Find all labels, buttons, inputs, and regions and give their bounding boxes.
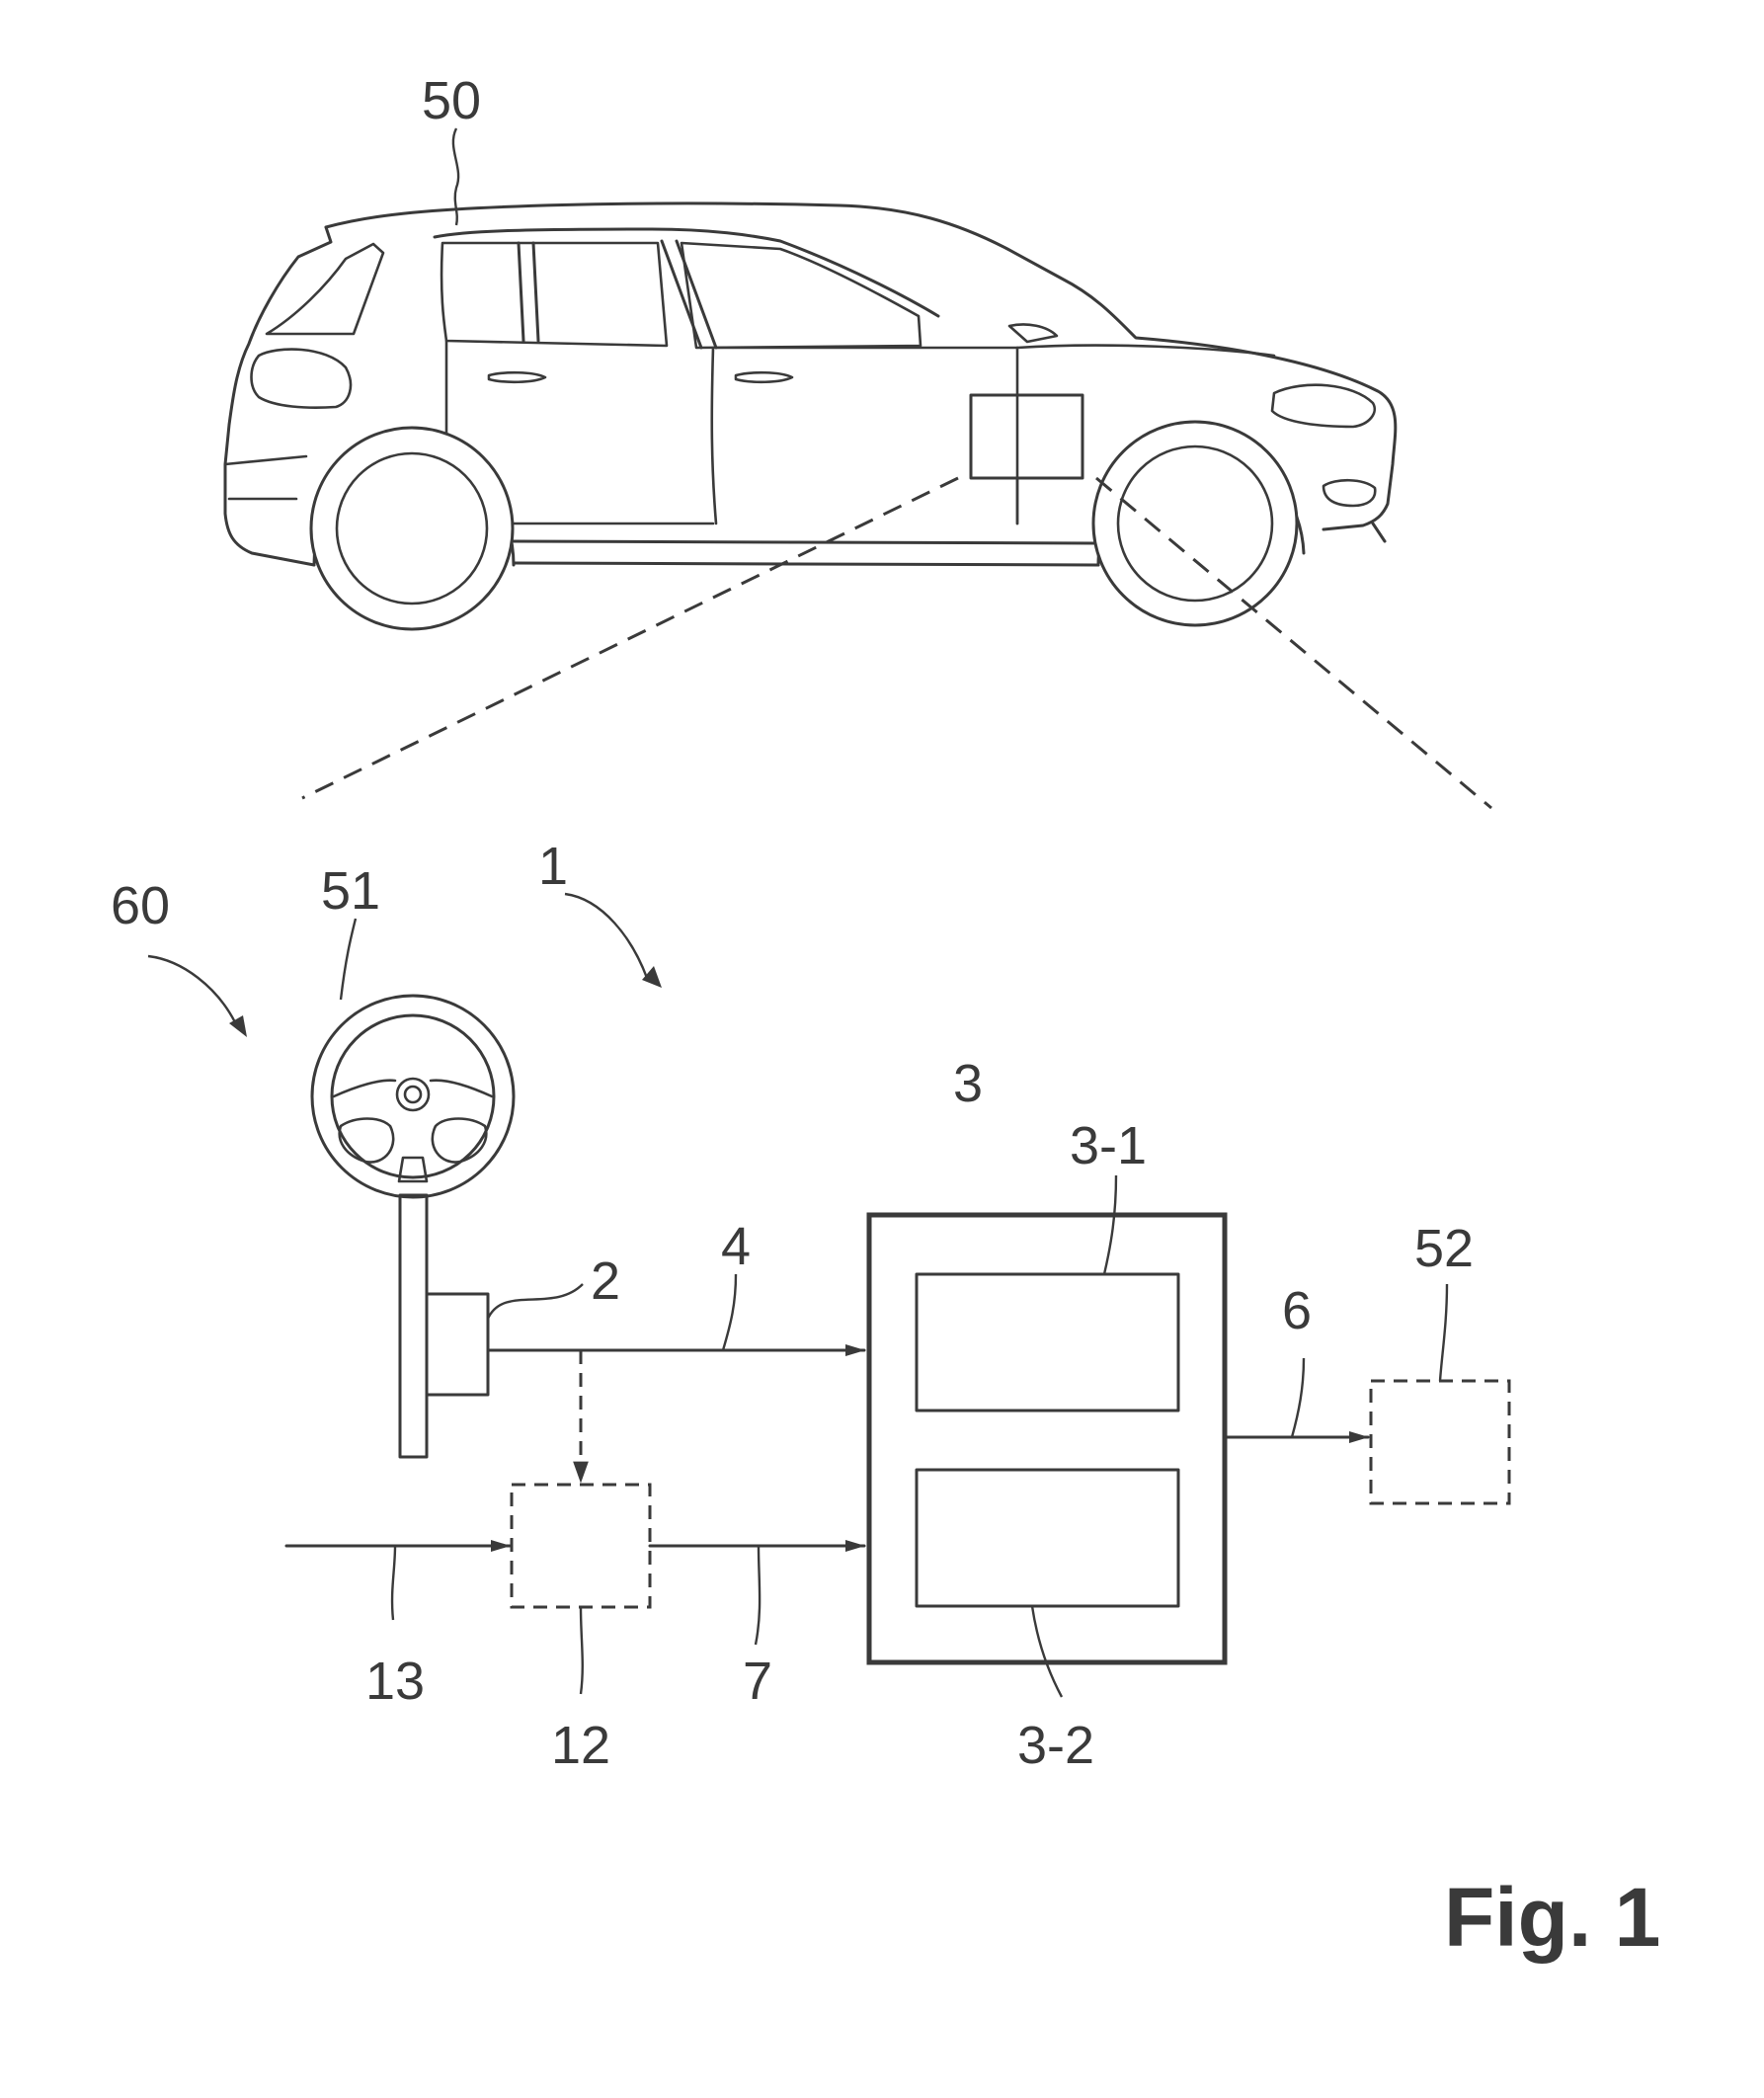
ref-sub-unit-2: 3-2 <box>1017 1716 1094 1775</box>
leader-3-2 <box>1030 1605 1064 1698</box>
leader-4 <box>721 1273 738 1351</box>
ref-actuator-52: 52 <box>1414 1219 1474 1278</box>
leader-50 <box>451 127 460 226</box>
ref-steering-system: 60 <box>111 876 170 935</box>
ref-system: 1 <box>538 837 568 896</box>
control-unit-box <box>866 1212 1228 1665</box>
figure-label: Fig. 1 <box>1444 1871 1660 1964</box>
component-12-box <box>510 1483 652 1609</box>
steering-column <box>398 1193 429 1459</box>
zoom-line-right <box>1095 476 1492 810</box>
leader-1 <box>564 892 649 979</box>
ref-sensor: 2 <box>591 1251 620 1311</box>
ref-component-12: 12 <box>551 1716 610 1775</box>
leader-2 <box>486 1283 584 1320</box>
actuator-52-box <box>1369 1379 1511 1505</box>
sub-unit-3-2-box <box>915 1468 1180 1608</box>
leader-51 <box>339 918 358 1001</box>
sensor-box <box>425 1292 490 1397</box>
leader-12 <box>579 1606 584 1695</box>
ref-vehicle: 50 <box>422 71 481 130</box>
sub-unit-3-1-box <box>915 1272 1180 1412</box>
leader-3-1 <box>1102 1174 1118 1275</box>
ref-input-13: 13 <box>365 1652 425 1711</box>
leader-7 <box>754 1545 762 1646</box>
ref-control-unit: 3 <box>953 1054 983 1113</box>
leader-60 <box>147 954 237 1023</box>
ref-signal-7: 7 <box>743 1652 772 1711</box>
leader-13 <box>390 1545 397 1621</box>
vehicle-drawing <box>223 202 1398 631</box>
steering-wheel <box>310 994 516 1199</box>
ref-sub-unit-1: 3-1 <box>1070 1116 1147 1175</box>
ref-signal-6: 6 <box>1282 1281 1312 1340</box>
leader-6 <box>1290 1357 1306 1438</box>
zoom-line-left <box>301 476 959 800</box>
ref-signal-4: 4 <box>721 1217 751 1276</box>
leader-52 <box>1438 1283 1449 1382</box>
ref-steering-wheel: 51 <box>321 861 380 921</box>
